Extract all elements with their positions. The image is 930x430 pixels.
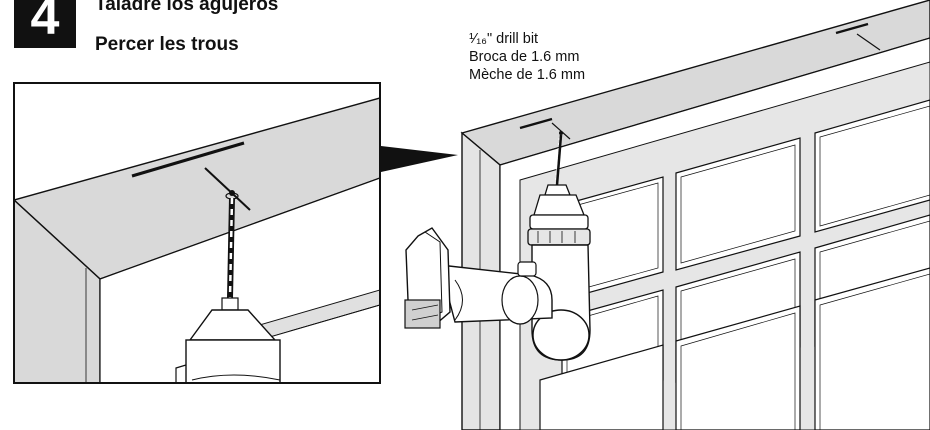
step-number-badge: 4 [14,0,76,48]
drill-trigger [517,261,537,277]
detail-inset [13,82,381,384]
bracket-mark [519,117,553,130]
detail-bracket-mark [131,141,245,178]
bracket-mark [835,22,869,35]
power-drill [404,134,591,361]
drill-bit-spec-spanish: Broca de 1.6 mm [469,49,580,65]
step-title-french: Percer les trous [95,34,239,55]
drill-bit-spec: ¹⁄₁₆" drill bit Broca de 1.6 mm Mèche de… [469,30,585,84]
window-pane [814,267,930,430]
window-pane [675,305,801,430]
callout-pointer [381,146,458,172]
window-pane [675,137,801,271]
drill-bit-spec-english: ¹⁄₁₆" drill bit [469,31,539,47]
window-frame [460,0,930,430]
window-pane [539,344,664,430]
window-pane [814,99,930,233]
drill-bit-spec-french: Mèche de 1.6 mm [469,67,586,83]
step-title-spanish: Taladre los agujeros [95,0,279,15]
drill-bit [555,134,563,186]
drill-chuck [533,194,585,216]
